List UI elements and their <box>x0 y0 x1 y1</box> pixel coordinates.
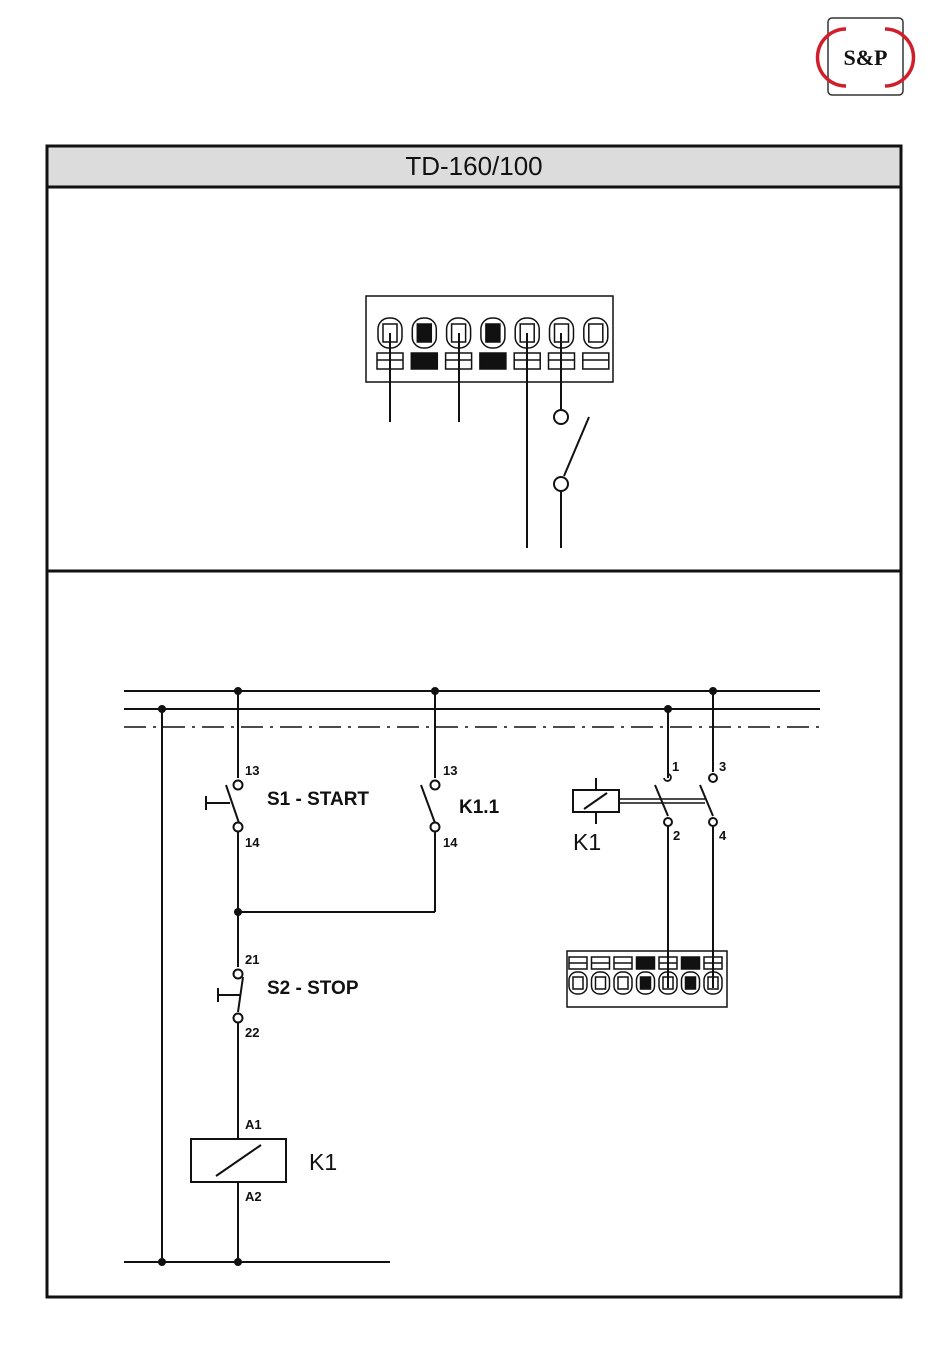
k11-terminal-14 <box>431 823 440 832</box>
k11-label-13: 13 <box>443 763 457 778</box>
contact1-label-bottom: 2 <box>673 828 680 843</box>
s1-terminal-14 <box>234 823 243 832</box>
logo-text: S&P <box>844 45 888 70</box>
coil-name: K1 <box>309 1149 337 1175</box>
k11-lever <box>421 785 435 823</box>
s2-name: S2 - STOP <box>267 978 359 999</box>
page-title: TD-160/100 <box>405 151 542 181</box>
brand-logo: S&P <box>818 18 914 95</box>
s1-label-13: 13 <box>245 763 259 778</box>
switch-lever <box>564 417 589 476</box>
terminal-4 <box>480 318 506 369</box>
terminal-7 <box>583 318 609 369</box>
contact2-top <box>709 774 717 782</box>
top-terminal-block <box>366 296 613 382</box>
switch-contact-upper <box>554 410 568 424</box>
k11-name: K1.1 <box>459 797 500 818</box>
diagram-frame <box>47 146 901 1297</box>
contact1-lever <box>655 785 668 816</box>
k11-terminal-13 <box>431 781 440 790</box>
contact2-bottom <box>709 818 717 826</box>
control-circuit <box>124 691 440 1262</box>
s2-label-22: 22 <box>245 1025 259 1040</box>
terminal-2 <box>411 318 437 369</box>
coil-label-a2: A2 <box>245 1189 262 1204</box>
s2-terminal-21 <box>234 970 243 979</box>
bottom-terminal-1 <box>569 957 587 994</box>
bottom-terminal-2 <box>592 957 610 994</box>
k11-label-14: 14 <box>443 835 458 850</box>
contact1-label-top: 1 <box>672 759 679 774</box>
relay-name: K1 <box>573 829 601 855</box>
bottom-terminal-block <box>567 951 727 1007</box>
s1-label-14: 14 <box>245 835 260 850</box>
bottom-terminal-4 <box>637 957 655 994</box>
bottom-terminal-3 <box>614 957 632 994</box>
contact2-lever <box>700 785 713 816</box>
contact2-label-top: 3 <box>719 759 726 774</box>
bus-lines <box>124 691 820 727</box>
s1-name: S1 - START <box>267 789 369 810</box>
s2-terminal-22 <box>234 1014 243 1023</box>
switch-contact-lower <box>554 477 568 491</box>
s1-terminal-13 <box>234 781 243 790</box>
coil-label-a1: A1 <box>245 1117 262 1132</box>
contact2-label-bottom: 4 <box>719 828 727 843</box>
bottom-terminal-6 <box>682 957 700 994</box>
s2-label-21: 21 <box>245 952 259 967</box>
contact1-bottom <box>664 818 672 826</box>
